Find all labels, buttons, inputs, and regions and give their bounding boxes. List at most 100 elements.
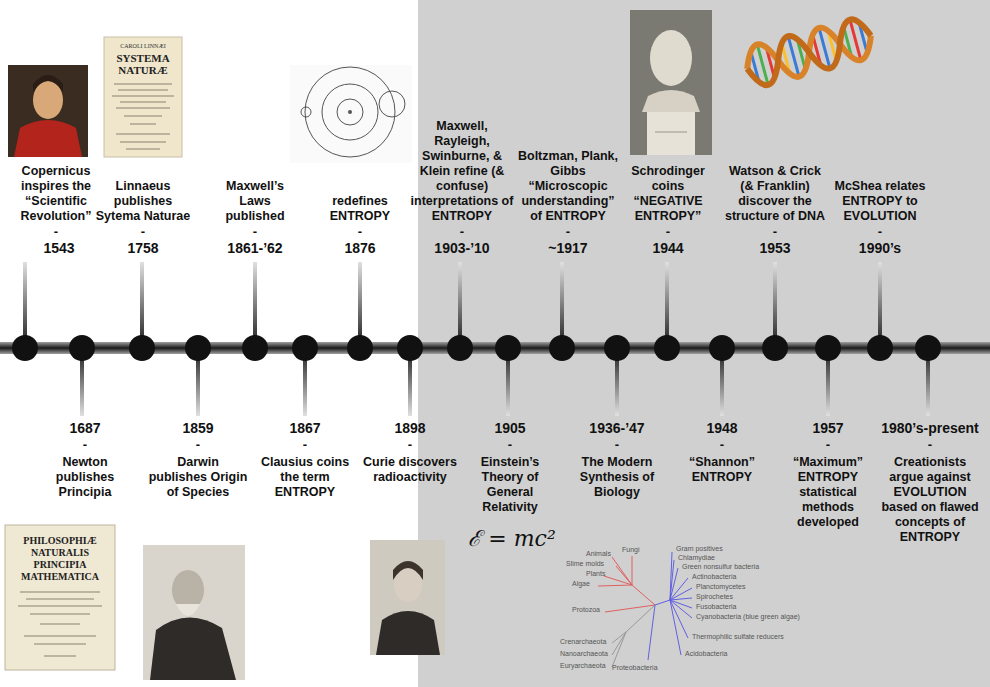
- timeline-dot: [397, 335, 423, 361]
- year-label: 1953: [718, 240, 832, 257]
- timeline-dot: [762, 335, 788, 361]
- timeline-dot: [815, 335, 841, 361]
- separator-dash: -: [290, 437, 320, 452]
- copernicus-portrait: [33, 81, 63, 119]
- taxon-label: Protozoa: [572, 606, 600, 614]
- separator-dash: -: [602, 437, 632, 452]
- event-description: Boltzman, Plank, Gibbs “Microscopic unde…: [516, 149, 620, 224]
- taxon-label: Planctomycetes: [696, 583, 745, 591]
- systema-naturae-cover: [120, 102, 166, 103]
- separator-dash: -: [495, 437, 525, 452]
- taxon-label: Actinobacteria: [692, 573, 736, 581]
- taxon-label: Gram positives: [676, 545, 723, 553]
- curie-photo: [393, 561, 423, 580]
- systema-naturae-cover: [116, 108, 170, 109]
- taxon-label: Animals: [586, 550, 611, 558]
- taxon-label: Plants: [586, 570, 605, 578]
- phylogenetic-tree: [632, 556, 633, 585]
- year-label: 1948: [667, 420, 777, 437]
- systema-naturae-cover: [120, 142, 166, 143]
- separator-dash: -: [707, 437, 737, 452]
- phylogenetic-tree: [655, 552, 672, 605]
- year-label: 1936-’47: [560, 420, 674, 437]
- principia-cover: [34, 644, 86, 645]
- event-description: Clausius coins the term ENTROPY: [260, 455, 350, 500]
- darwin-photo: [143, 545, 245, 680]
- schrodinger-bust: [650, 30, 692, 86]
- timeline-stem: [23, 262, 27, 346]
- year-label: 1903-’10: [405, 240, 519, 257]
- timeline-stem: [23, 262, 882, 346]
- separator-dash: -: [41, 224, 71, 239]
- timeline-stem: [358, 262, 362, 346]
- timeline-dot: [915, 335, 941, 361]
- year-label: 1758: [88, 240, 198, 257]
- event-description: Schrodinger coins “NEGATIVE ENTROPY”: [618, 164, 718, 224]
- separator-dash: -: [760, 224, 790, 239]
- timeline-dot: [495, 335, 521, 361]
- timeline-stem: [140, 262, 144, 346]
- year-label: 1543: [4, 240, 114, 257]
- event-description: Maxwell’s Laws published: [213, 179, 297, 224]
- timeline-dot: [12, 335, 38, 361]
- taxon-label: Crenarchaeota: [560, 638, 606, 646]
- orbit-diagram: [337, 99, 363, 125]
- timeline-dot: [292, 335, 318, 361]
- taxon-label: Green nonsulfur bacteria: [682, 563, 759, 571]
- curie-photo: [370, 540, 445, 655]
- dna-helix: [742, 15, 877, 89]
- taxon-label: Slime molds: [566, 560, 604, 568]
- separator-dash: -: [128, 224, 158, 239]
- principia-cover: [44, 656, 76, 657]
- timeline-dot: [447, 335, 473, 361]
- year-label: 1980’s-present: [873, 420, 987, 437]
- taxon-label: Cyanobacteria (blue green algae): [696, 613, 800, 621]
- phylogenetic-tree: [612, 632, 626, 667]
- event-description: Curie discovers radioactivity: [363, 455, 458, 485]
- cover-title: PHILOSOPHIÆ NATURALIS PRINCIPIA MATHEMAT…: [9, 535, 111, 583]
- timeline-stem: [560, 262, 564, 346]
- phylogenetic-tree: [604, 576, 632, 585]
- event-description: Darwin publishes Origin of Species: [148, 455, 248, 500]
- timeline-dot: [867, 335, 893, 361]
- separator-dash: -: [183, 437, 213, 452]
- separator-dash: -: [447, 224, 477, 239]
- timeline-dot: [549, 335, 575, 361]
- phylogenetic-tree: [670, 578, 688, 600]
- timeline-stem: [665, 262, 669, 346]
- dna-helix: [742, 15, 877, 89]
- schrodinger-bust: [630, 10, 712, 155]
- year-label: 1859: [143, 420, 253, 437]
- year-label: 1867: [255, 420, 355, 437]
- event-description: Linnaeus publishes Sytema Naturae: [93, 179, 193, 224]
- phylogenetic-tree: [670, 588, 692, 600]
- timeline-dot: [185, 335, 211, 361]
- taxon-label: Thermophilic sulfate reducers: [692, 633, 784, 641]
- systema-naturae-cover: [112, 96, 174, 97]
- timeline-stem: [773, 262, 777, 346]
- taxon-label: Chlamydiae: [678, 554, 715, 562]
- separator-dash: -: [915, 437, 945, 452]
- year-label: 1957: [773, 420, 883, 437]
- timeline-stem: [878, 262, 882, 346]
- phylogenetic-tree: [670, 600, 688, 638]
- timeline-dot: [129, 335, 155, 361]
- systema-naturae-cover: [124, 116, 162, 117]
- year-label: 1905: [455, 420, 565, 437]
- cover-author: CAROLI LINNÆI: [106, 42, 180, 50]
- principia-cover: [40, 624, 80, 625]
- event-description: Copernicus inspires the “Scientific Revo…: [6, 164, 106, 224]
- darwin-photo: [143, 545, 245, 680]
- event-description: Newton publishes Principia: [40, 455, 130, 500]
- systema-naturae-cover: [126, 149, 160, 150]
- year-label: 1861-’62: [208, 240, 302, 257]
- event-description: “Maximum” ENTROPY statistical methods de…: [778, 455, 878, 530]
- taxon-label: Algae: [572, 580, 590, 588]
- phylogenetic-tree: [612, 605, 655, 643]
- schrodinger-bust: [647, 112, 695, 155]
- orbit-diagram: [322, 84, 378, 140]
- event-description: Watson & Crick (& Franklin) discover the…: [723, 164, 827, 224]
- timeline-dot: [347, 335, 373, 361]
- curie-photo: [376, 611, 440, 655]
- phylogenetic-tree: [598, 552, 692, 667]
